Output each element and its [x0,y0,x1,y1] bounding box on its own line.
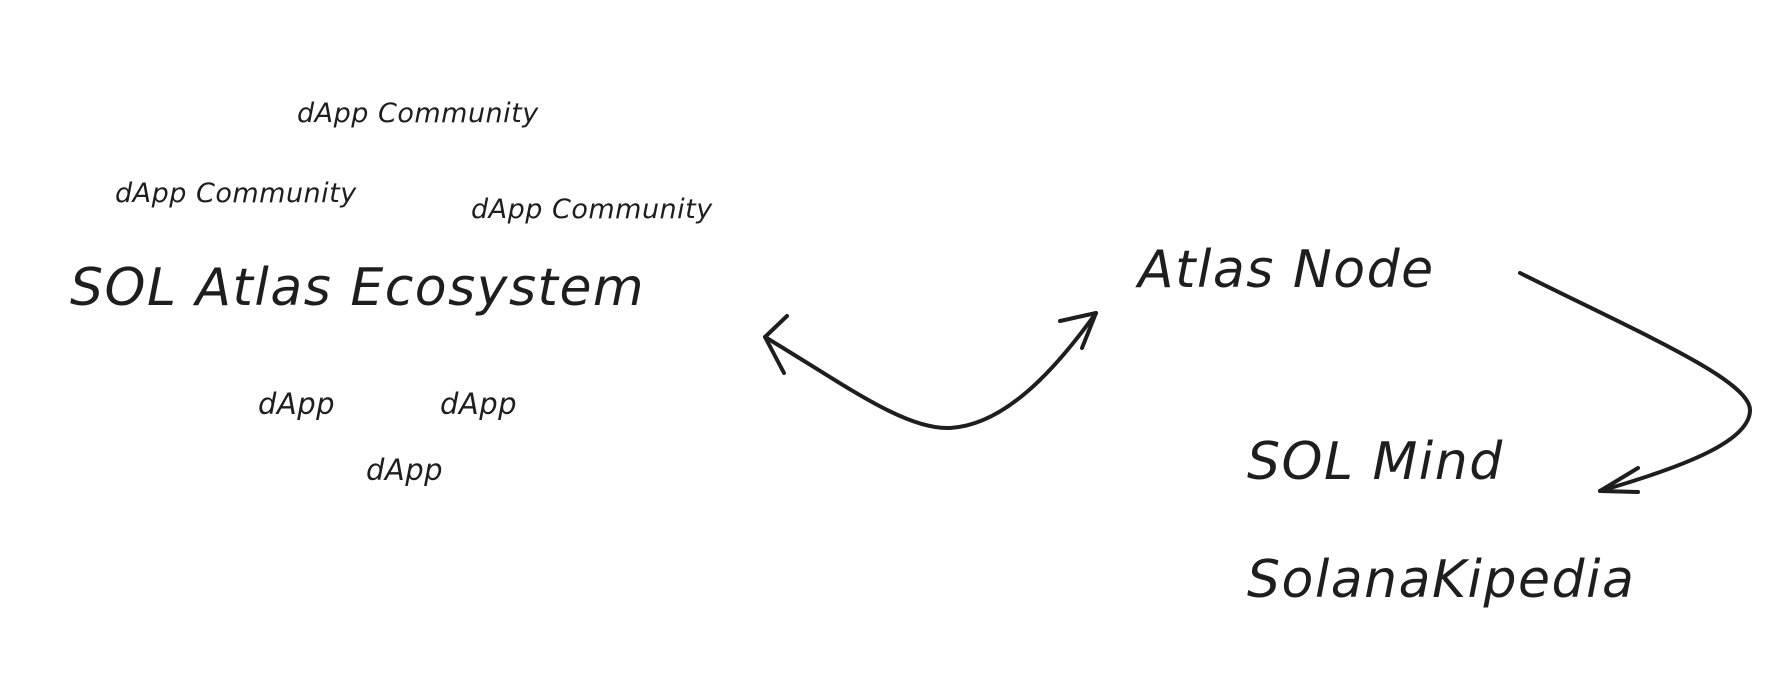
node-dapp[interactable]: dApp [440,387,518,421]
bidirectional-arrow[interactable] [763,311,1098,431]
node-dapp-community[interactable]: dApp Community [115,178,357,209]
node-sol-mind[interactable]: SOL Mind [1247,432,1504,492]
arrowhead-right [1058,311,1098,350]
node-atlas-node[interactable]: Atlas Node [1138,240,1435,300]
node-sol-atlas-ecosystem[interactable]: SOL Atlas Ecosystem [70,258,646,318]
forward-arrow[interactable] [1518,271,1752,493]
arrowhead-left [763,314,789,375]
arrowhead-down [1598,466,1640,494]
node-dapp[interactable]: dApp [366,453,444,487]
node-dapp-community[interactable]: dApp Community [297,98,539,129]
node-dapp[interactable]: dApp [258,387,336,421]
node-solanakipedia[interactable]: SolanaKipedia [1247,550,1636,610]
node-dapp-community[interactable]: dApp Community [471,194,713,225]
